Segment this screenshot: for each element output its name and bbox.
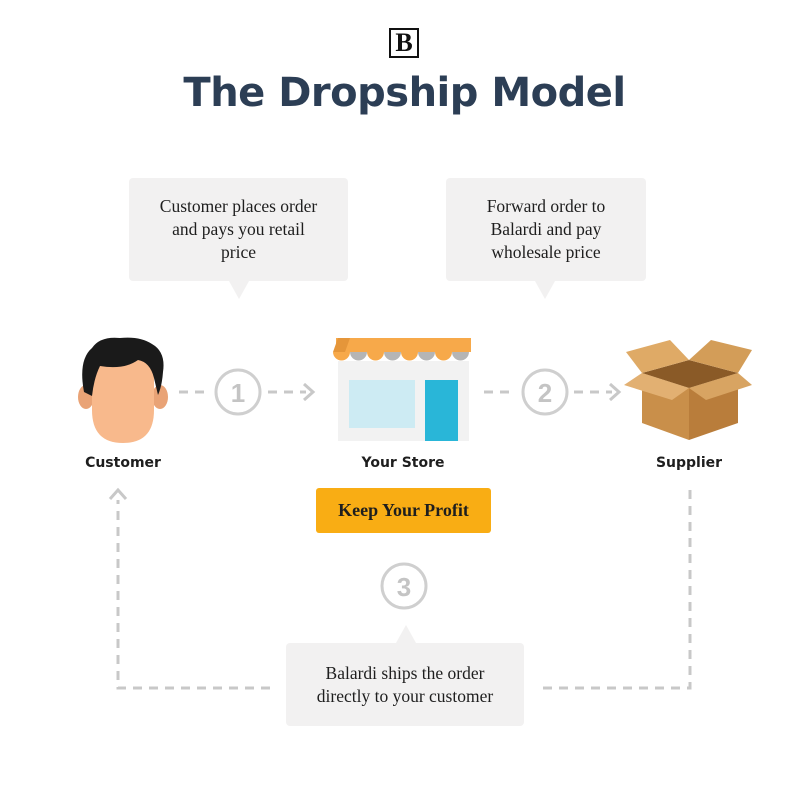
node-label-store: Your Store (361, 455, 445, 471)
bubble-ships-order: Balardi ships the order directly to your… (286, 625, 524, 726)
bubble-line: Balardi ships the order (325, 662, 485, 683)
step-number: 1 (231, 378, 245, 408)
step-3: 3 (380, 562, 428, 610)
bubble-line: price (221, 242, 256, 262)
arrow-up-icon (108, 487, 128, 500)
bubble-line: and pays you retail (172, 219, 305, 239)
page-title: The Dropship Model (183, 70, 626, 116)
bubble-customer-places-order: Customer places order and pays you retai… (129, 178, 348, 299)
box-icon (624, 340, 752, 440)
connector-supplier-customer (116, 490, 692, 690)
step-2: 2 (521, 368, 569, 416)
arrow-right-icon (303, 382, 316, 402)
bubble-line: wholesale price (491, 242, 601, 262)
bubble-line: Balardi and pay (490, 219, 602, 239)
brand-logo: B (389, 28, 419, 58)
node-label-supplier: Supplier (655, 455, 723, 471)
step-number: 2 (538, 378, 552, 408)
bubble-line: directly to your customer (316, 685, 494, 706)
keep-your-profit-button[interactable]: Keep Your Profit (316, 488, 491, 533)
step-1: 1 (214, 368, 262, 416)
step-number: 3 (397, 572, 411, 602)
store-icon (333, 338, 471, 441)
bubble-forward-order: Forward order to Balardi and pay wholesa… (446, 178, 646, 299)
customer-icon (78, 337, 168, 443)
bubble-line: Customer places order (159, 196, 318, 216)
bubble-line: Forward order to (486, 196, 606, 216)
arrow-right-icon (609, 382, 622, 402)
node-label-customer: Customer (85, 455, 161, 471)
